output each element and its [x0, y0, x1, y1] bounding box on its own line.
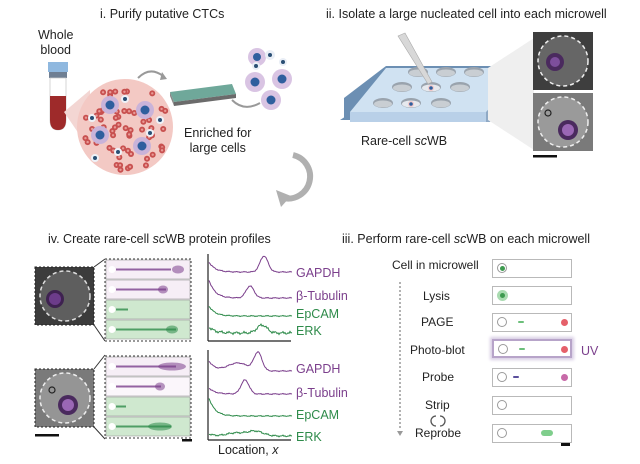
whole-blood-label: Whole blood — [38, 28, 73, 58]
enriched-line1: Enriched for — [184, 126, 252, 140]
panel-iii-title-italic: sc — [453, 232, 467, 246]
protein-label-bottom-erk: ERK — [296, 430, 322, 444]
protein-label-bottom-btubulin: β-Tubulin — [296, 386, 348, 400]
step-label-photo-blot: Photo-blot — [410, 343, 465, 357]
xlabel-prefix: Location, — [218, 443, 273, 457]
microwell-ring-icon — [497, 372, 507, 382]
panel-iv-title: iv. Create rare-cell scWB protein profil… — [48, 232, 271, 246]
microwell-ring-icon — [497, 428, 507, 438]
arrow-icon — [137, 70, 164, 79]
step-label-cell-in-microwell: Cell in microwell — [392, 258, 479, 272]
profile-axes-top — [207, 254, 291, 342]
step-label-lysis: Lysis — [423, 289, 450, 303]
protein-trace — [208, 280, 293, 300]
panel-iv-title-italic: sc — [152, 232, 166, 246]
cell-image-top — [34, 266, 95, 326]
scale-bar — [182, 439, 192, 442]
cycle-arrow-icon — [276, 152, 314, 207]
panel-iii-title-suffix: WB on each microwell — [466, 232, 590, 246]
timeline-arrow-icon — [397, 431, 403, 436]
protein-band — [518, 321, 524, 323]
pipette-icon — [397, 32, 433, 85]
uv-annotation: UV — [581, 344, 599, 358]
step-label-page: PAGE — [421, 315, 454, 329]
panel-ii-title: ii. Isolate a large nucleated cell into … — [326, 7, 607, 21]
enriched-label: Enriched for large cells — [184, 126, 251, 156]
device-label: Rare-cell scWB — [361, 134, 447, 148]
device-label-italic: sc — [414, 134, 428, 148]
protein-label-top-btubulin: β-Tubulin — [296, 289, 348, 303]
microwell-image-bottom — [533, 93, 593, 151]
protein-band — [519, 348, 525, 350]
enriched-cells-icon — [245, 48, 292, 110]
enriched-line2: large cells — [189, 141, 246, 155]
probe-band-pink — [561, 374, 568, 381]
device-label-suffix: WB — [427, 134, 448, 148]
lane-lysis — [492, 286, 572, 305]
cell-image-bottom — [34, 368, 95, 428]
protein-label-top-erk: ERK — [296, 324, 322, 338]
protein-trace — [208, 306, 293, 318]
protein-band-red — [561, 319, 568, 326]
protein-trace — [208, 255, 293, 274]
protein-trace — [208, 398, 293, 418]
profile-axes-bottom — [207, 350, 291, 441]
blood-tube-icon — [48, 62, 68, 131]
lysate-dot — [500, 293, 505, 298]
lane-cell-in-microwell — [492, 259, 572, 278]
protein-label-top-epcam: EpCAM — [296, 307, 340, 321]
lane-photo-blot — [492, 339, 572, 358]
protein-label-top-gapdh: GAPDH — [296, 266, 341, 280]
blood-magnified-icon — [77, 79, 173, 175]
whole-blood-line2: blood — [40, 43, 72, 57]
scale-bar — [35, 434, 59, 437]
protein-trace — [208, 323, 293, 336]
filter-device-icon — [170, 84, 236, 106]
xlabel-italic: x — [272, 443, 279, 457]
blot-strip — [105, 396, 191, 417]
step-label-reprobe: Reprobe — [415, 426, 462, 440]
scale-bar — [561, 443, 570, 446]
reprobe-cycle-icon — [430, 415, 446, 427]
microwell-image-top — [533, 32, 593, 90]
protein-band-red — [561, 346, 568, 353]
microwell-ring-icon — [497, 317, 507, 327]
lane-page — [492, 313, 572, 332]
protein-trace — [208, 351, 293, 373]
panel-iv-title-suffix: WB protein profiles — [165, 232, 271, 246]
panel-iii-title-prefix: iii. Perform rare-cell — [342, 232, 454, 246]
whole-blood-line1: Whole — [38, 28, 74, 42]
protein-label-bottom-gapdh: GAPDH — [296, 362, 341, 376]
blot-strip — [105, 299, 191, 320]
protein-label-bottom-epcam: EpCAM — [296, 408, 340, 422]
device-label-prefix: Rare-cell — [361, 134, 415, 148]
protein-trace — [208, 429, 293, 438]
step-label-strip: Strip — [425, 398, 450, 412]
microwell-ring-icon — [498, 344, 508, 354]
lane-probe — [492, 368, 572, 387]
panel-i-title: i. Purify putative CTCs — [100, 7, 225, 21]
protein-trace — [208, 379, 293, 396]
step-label-probe: Probe — [422, 370, 455, 384]
location-axis-label: Location, x — [218, 443, 278, 457]
panel-iii-title: iii. Perform rare-cell scWB on each micr… — [342, 232, 590, 246]
microwell-ring-icon — [497, 400, 507, 410]
cell-dot — [500, 266, 505, 271]
reprobe-band — [541, 430, 553, 436]
scale-bar — [533, 155, 557, 158]
lane-strip — [492, 396, 572, 415]
probe-band — [513, 376, 519, 378]
lane-reprobe — [492, 424, 572, 443]
panel-iv-title-prefix: iv. Create rare-cell — [48, 232, 153, 246]
